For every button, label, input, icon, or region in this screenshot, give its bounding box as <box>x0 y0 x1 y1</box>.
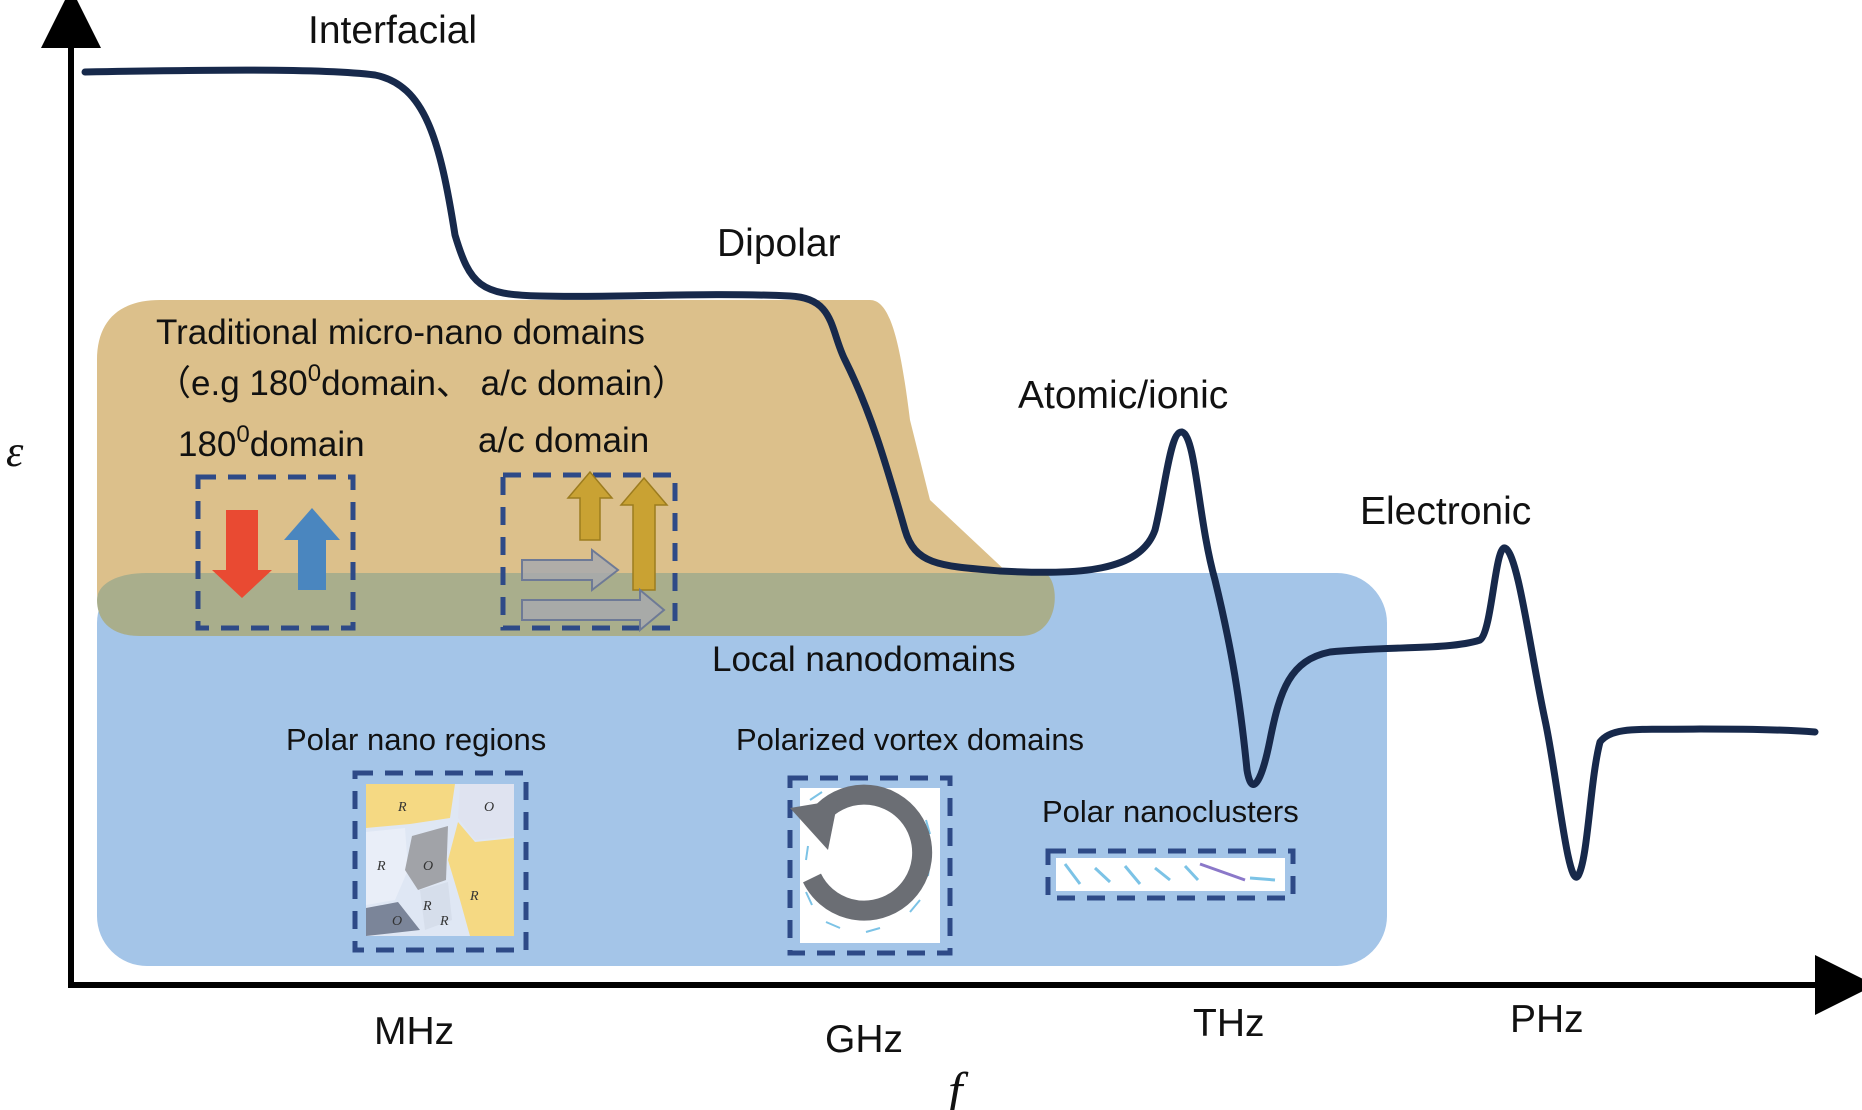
label-interfacial: Interfacial <box>308 9 477 52</box>
svg-text:R: R <box>439 914 449 929</box>
cluster-main-arrow <box>1199 862 1246 882</box>
pnr-map: R O R O R R O R <box>366 784 514 936</box>
traditional-example: （e.g 1800domain、 a/c domain） <box>156 360 687 403</box>
svg-text:O: O <box>484 800 494 815</box>
y-axis-label: ε <box>6 427 24 476</box>
svg-text:R: R <box>397 800 407 815</box>
clusters-box <box>1045 848 1296 901</box>
red-down-arrow-icon <box>212 510 272 598</box>
tick-mhz: MHz <box>374 1010 454 1053</box>
rotation-arrowhead-icon <box>790 800 838 850</box>
gray-right-arrow-icon <box>521 547 620 593</box>
traditional-domains-region <box>97 300 1035 636</box>
gold-up-arrow-short-icon <box>566 470 614 541</box>
cluster-arrows <box>1063 863 1276 885</box>
tick-ghz: GHz <box>825 1018 903 1061</box>
traditional-title: Traditional micro-nano domains <box>156 313 645 352</box>
local-title: Local nanodomains <box>712 640 1016 679</box>
rotation-arrow-icon <box>803 784 933 921</box>
label-atomic-ionic: Atomic/ionic <box>1018 374 1228 417</box>
vortex-box <box>787 775 953 956</box>
svg-text:R: R <box>469 889 479 904</box>
domain180-box <box>195 474 356 631</box>
vortex-label: Polarized vortex domains <box>736 722 1084 757</box>
label-electronic: Electronic <box>1360 490 1531 533</box>
ac-domain-box <box>500 472 678 631</box>
permittivity-curve <box>81 66 1819 881</box>
x-axis-label: f <box>948 1063 969 1110</box>
blue-up-arrow-icon <box>284 508 340 590</box>
svg-text:O: O <box>392 914 402 929</box>
tick-phz: PHz <box>1510 998 1584 1041</box>
svg-text:O: O <box>423 859 433 874</box>
pnr-label: Polar nano regions <box>286 722 546 757</box>
gold-up-arrow-long-icon <box>619 476 669 591</box>
clusters-label: Polar nanoclusters <box>1042 794 1299 829</box>
svg-text:R: R <box>422 899 432 914</box>
domain180-label: 1800domain <box>178 421 365 464</box>
svg-text:R: R <box>376 859 386 874</box>
gray-right-arrow-long-icon <box>521 587 666 633</box>
ac-domain-label: a/c domain <box>478 421 649 460</box>
pnr-box <box>352 770 529 953</box>
label-dipolar: Dipolar <box>717 222 841 265</box>
tick-thz: THz <box>1193 1002 1265 1045</box>
